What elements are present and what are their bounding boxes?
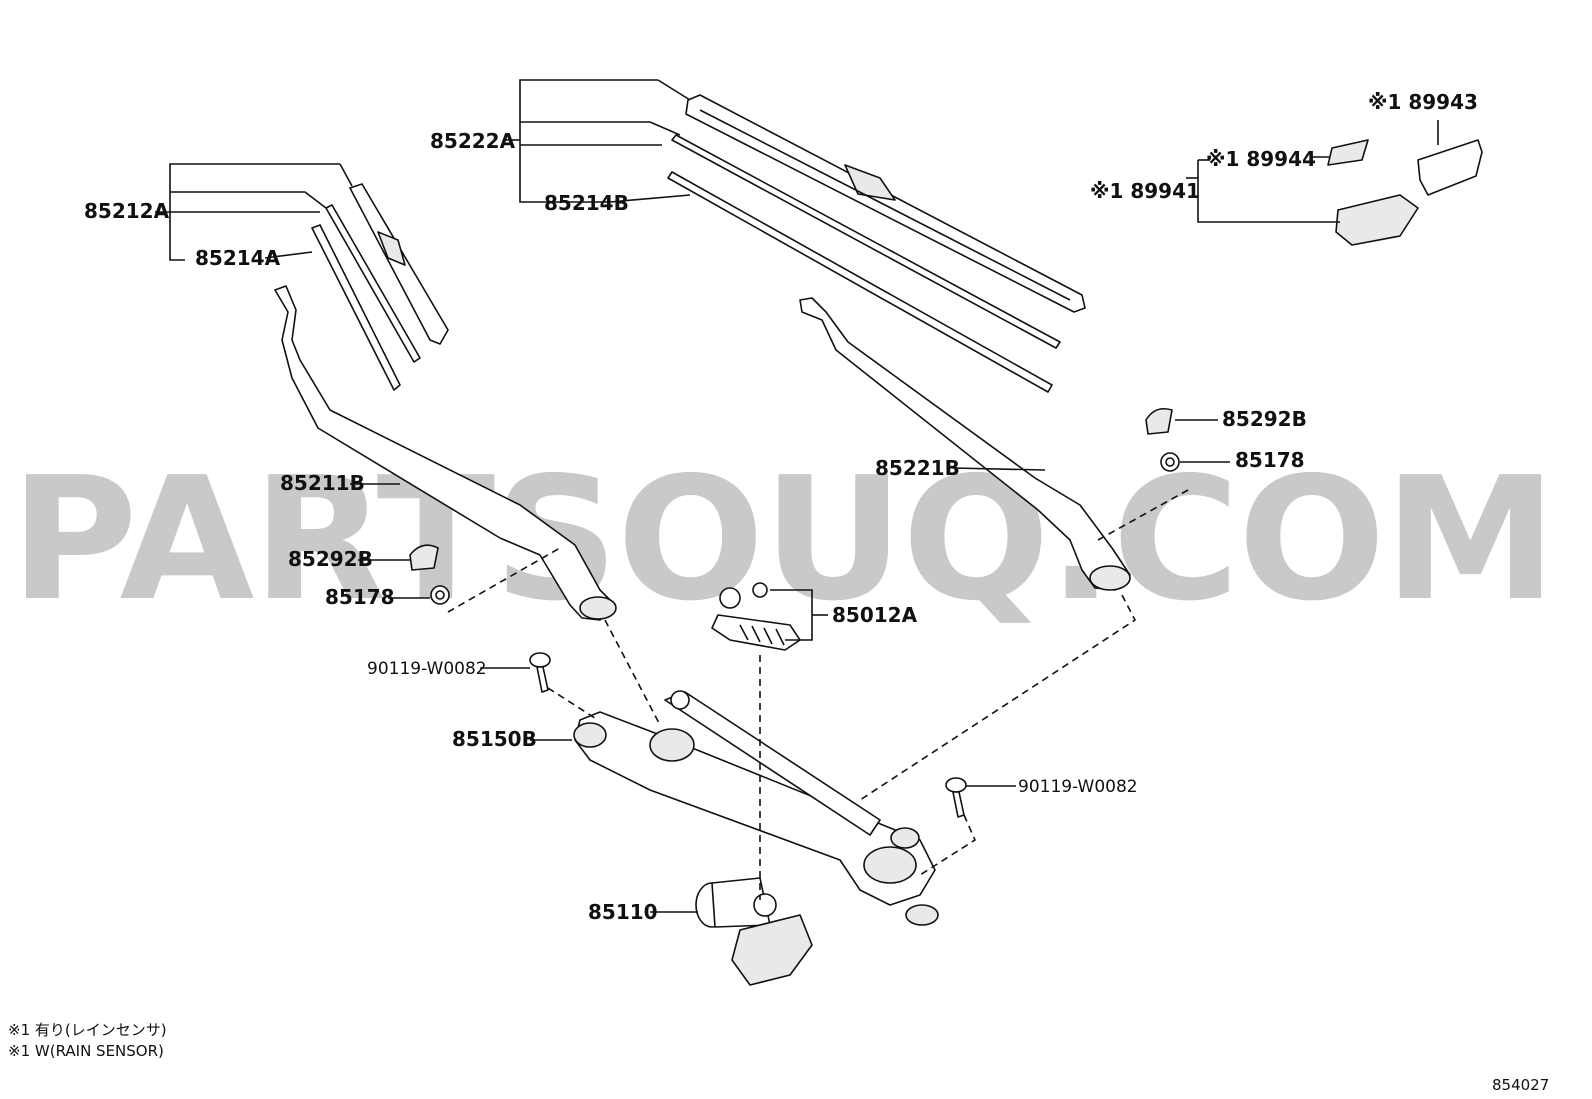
label-89943: ※1 89943 (1368, 90, 1478, 114)
figure-number: 854027 (1492, 1076, 1549, 1094)
left-bolt[interactable] (529, 652, 551, 693)
left-blade-rubber-upper[interactable] (325, 204, 421, 363)
right-blade-rubber-upper[interactable] (671, 134, 1061, 349)
left-wiper-blade[interactable] (349, 183, 449, 345)
right-arm-cap[interactable] (1145, 407, 1173, 435)
right-wiper-blade[interactable] (685, 94, 1086, 313)
label-85178-right: 85178 (1235, 448, 1305, 472)
label-85178-left: 85178 (325, 585, 395, 609)
rain-sensor-cover[interactable] (1417, 139, 1483, 196)
left-wiper-arm[interactable] (274, 285, 617, 621)
right-blade-rubber-lower[interactable] (667, 171, 1053, 393)
wiper-motor[interactable] (695, 877, 813, 986)
label-85110: 85110 (588, 900, 658, 924)
rain-sensor-pad[interactable] (1327, 139, 1369, 166)
label-85221B: 85221B (875, 456, 960, 480)
right-bolt[interactable] (945, 777, 967, 818)
note-line-2: ※1 W(RAIN SENSOR) (8, 1042, 164, 1060)
label-89941: ※1 89941 (1090, 179, 1200, 203)
left-arm-nut[interactable] (430, 585, 450, 605)
label-85292B-left: 85292B (288, 547, 373, 571)
label-90119-W0082-right: 90119-W0082 (1018, 777, 1138, 797)
label-85214B: 85214B (544, 191, 629, 215)
right-wiper-arm[interactable] (799, 297, 1131, 591)
label-85292B-right: 85292B (1222, 407, 1307, 431)
note-line-1: ※1 有り(レインセンサ) (8, 1021, 167, 1039)
left-arm-cap[interactable] (409, 544, 439, 571)
label-85222A: 85222A (430, 129, 516, 153)
label-85212A: 85212A (84, 199, 170, 223)
label-89944: ※1 89944 (1206, 147, 1316, 171)
left-blade-rubber-lower[interactable] (311, 224, 401, 391)
label-85211B: 85211B (280, 471, 365, 495)
label-85214A: 85214A (195, 246, 281, 270)
crank-arm-assembly[interactable] (711, 582, 801, 651)
label-85150B: 85150B (452, 727, 537, 751)
right-arm-nut[interactable] (1160, 452, 1180, 472)
wiper-link-assembly[interactable] (573, 690, 939, 926)
watermark-text: PARTSOUQ.COM (10, 441, 1555, 639)
rain-sensor-unit[interactable] (1335, 194, 1419, 246)
label-90119-W0082-left: 90119-W0082 (367, 659, 487, 679)
label-85012A: 85012A (832, 603, 918, 627)
